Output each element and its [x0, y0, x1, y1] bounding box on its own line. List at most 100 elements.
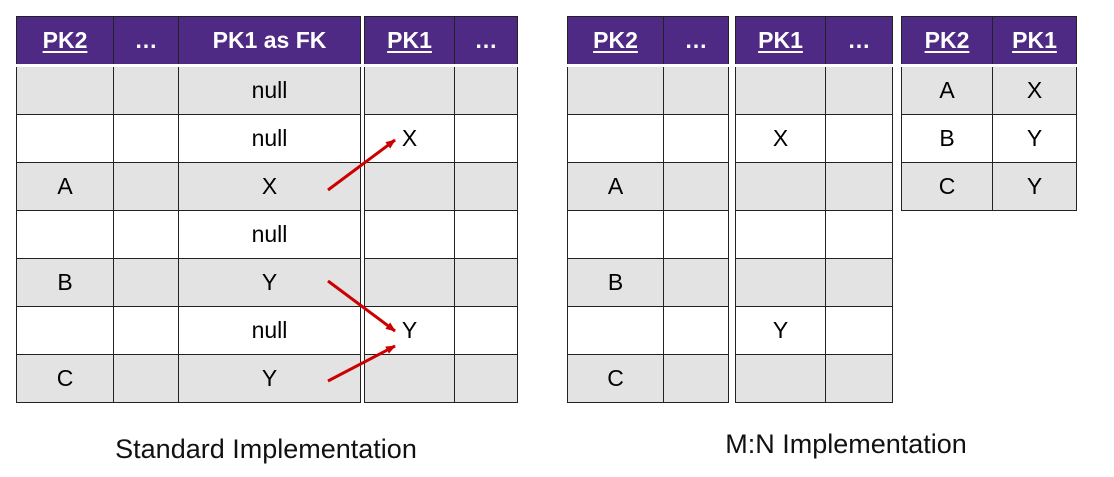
table-cell	[16, 65, 114, 115]
table-row	[364, 210, 518, 259]
table-cell	[113, 354, 179, 403]
standard-parent-table: PK1… X Y	[364, 16, 518, 403]
table-cell	[825, 306, 893, 355]
table-cell	[364, 210, 455, 259]
table-cell	[16, 114, 114, 163]
table-cell	[735, 258, 826, 307]
table-cell	[364, 354, 455, 403]
table-row	[735, 210, 893, 259]
table-cell	[735, 162, 826, 211]
table-cell	[113, 306, 179, 355]
table-cell	[567, 210, 664, 259]
table-cell	[113, 258, 179, 307]
table-cell	[735, 210, 826, 259]
table-cell	[735, 354, 826, 403]
table-cell	[454, 114, 518, 163]
table-row: null	[16, 306, 361, 355]
table-cell: X	[992, 65, 1077, 115]
column-header: …	[663, 16, 729, 67]
table-cell: X	[364, 114, 455, 163]
table-cell	[16, 306, 114, 355]
table-cell	[567, 65, 664, 115]
table-cell: Y	[992, 114, 1077, 163]
table-cell	[454, 210, 518, 259]
table-row	[735, 354, 893, 403]
table-cell: C	[901, 162, 993, 211]
table-cell: C	[16, 354, 114, 403]
table-cell	[663, 354, 729, 403]
standard-caption: Standard Implementation	[115, 434, 417, 464]
table-cell	[567, 114, 664, 163]
table-cell	[663, 306, 729, 355]
table-cell	[113, 114, 179, 163]
table-cell	[454, 354, 518, 403]
table-row	[735, 162, 893, 211]
table-cell	[454, 162, 518, 211]
table-row	[567, 114, 729, 163]
header-row: PK2…PK1 as FK	[16, 16, 361, 67]
table-cell: B	[901, 114, 993, 163]
column-header: …	[825, 16, 893, 67]
table-row: B	[567, 258, 729, 307]
table-row	[364, 354, 518, 403]
header-row: PK1…	[364, 16, 518, 67]
table-cell	[113, 162, 179, 211]
table-row: null	[16, 65, 361, 115]
header-row: PK1…	[735, 16, 893, 67]
mn-caption: M:N Implementation	[725, 429, 967, 459]
table-cell	[16, 210, 114, 259]
table-cell: null	[178, 114, 361, 163]
table-cell: Y	[364, 306, 455, 355]
column-header: PK1	[364, 16, 455, 67]
table-cell: Y	[992, 162, 1077, 211]
table-row: null	[16, 114, 361, 163]
table-row	[567, 210, 729, 259]
table-cell	[663, 162, 729, 211]
table-cell	[364, 258, 455, 307]
table-cell	[663, 65, 729, 115]
table-cell: B	[567, 258, 664, 307]
column-header: PK1	[735, 16, 826, 67]
column-header: PK1 as FK	[178, 16, 361, 67]
table-row	[364, 65, 518, 115]
table-cell: null	[178, 65, 361, 115]
table-cell	[364, 65, 455, 115]
table-cell: C	[567, 354, 664, 403]
table-cell	[663, 114, 729, 163]
table-cell	[825, 210, 893, 259]
table-row: Y	[364, 306, 518, 355]
table-cell	[825, 162, 893, 211]
table-cell: null	[178, 306, 361, 355]
table-cell	[454, 65, 518, 115]
table-row	[735, 258, 893, 307]
table-cell	[454, 258, 518, 307]
header-row: PK2…	[567, 16, 729, 67]
fk-arrow-a-to-x	[327, 138, 396, 192]
table-cell	[663, 258, 729, 307]
table-cell: Y	[735, 306, 826, 355]
column-header: PK1	[992, 16, 1077, 67]
table-cell	[663, 210, 729, 259]
column-header: …	[454, 16, 518, 67]
table-row	[364, 258, 518, 307]
table-row	[735, 65, 893, 115]
table-row	[567, 65, 729, 115]
fk-arrow-b-to-y	[327, 279, 396, 333]
column-header: PK2	[567, 16, 664, 67]
table-cell: A	[901, 65, 993, 115]
column-header: PK2	[901, 16, 993, 67]
fk-arrow-c-to-y	[327, 344, 396, 383]
table-row: C	[567, 354, 729, 403]
table-cell	[735, 65, 826, 115]
